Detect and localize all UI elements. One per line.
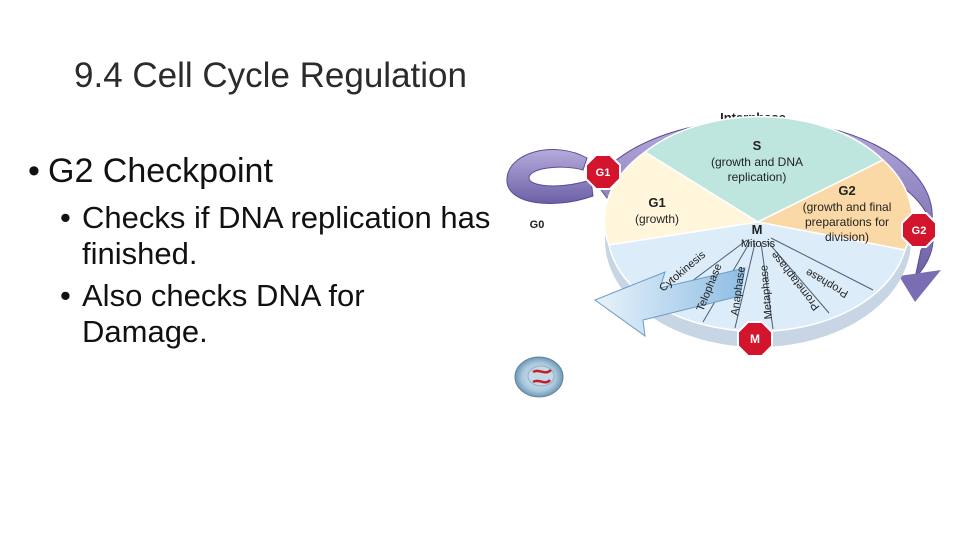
g2-phase-desc: division): [825, 230, 869, 244]
octagon-shape: [901, 212, 937, 248]
g1-checkpoint-label: G1: [596, 167, 611, 179]
bullet-text: G2 Checkpoint: [48, 152, 273, 190]
g2-phase-desc: (growth and final: [803, 200, 892, 214]
sub-bullet-item: • Also checks DNA for Damage.: [60, 278, 498, 350]
spoke-line: [734, 242, 756, 329]
s-phase-desc: replication): [728, 170, 787, 184]
spoke-line: [770, 237, 874, 291]
m-checkpoint-label: M: [750, 332, 760, 346]
division-arrow: [593, 267, 746, 338]
cell-cycle-diagram: Interphase S (growth and DNA replication…: [506, 110, 941, 398]
g0-label: G0: [530, 219, 545, 231]
s-phase-sector: [643, 115, 885, 223]
sub-bullet-item: • Checks if DNA replication has finished.: [60, 200, 498, 272]
ring-arrowhead: [899, 270, 941, 302]
cell-nucleus: [527, 365, 555, 387]
mitosis-label: Mitosis: [741, 238, 776, 250]
m-checkpoint-icon: M: [737, 321, 773, 357]
chromosome-shape: [532, 379, 551, 384]
octagon-shape: [737, 321, 773, 357]
stage-metaphase: Metaphase: [758, 265, 775, 320]
bullet-item: •G2 Checkpoint: [28, 148, 498, 194]
g2-checkpoint-label: G2: [912, 225, 927, 237]
g0-loop-ring: [506, 149, 594, 205]
s-phase-name: S: [753, 138, 762, 153]
bullet-dot: •: [60, 200, 71, 235]
spoke-line: [760, 242, 774, 330]
cell-illustration: [514, 356, 564, 398]
s-phase-desc: (growth and DNA: [711, 155, 803, 169]
g2-phase-desc: preparations for: [805, 215, 889, 229]
m-phase-name: M: [752, 222, 763, 237]
slide-title: 9.4 Cell Cycle Regulation: [74, 56, 467, 95]
bullet-dot: •: [28, 152, 40, 190]
bullet-list: •G2 Checkpoint •Checks if DNA replicatio…: [28, 148, 498, 350]
bullet-dot: •: [60, 278, 71, 313]
g2-checkpoint-icon: G2: [901, 212, 937, 248]
sub-bullet-text: Checks if DNA replication has finished.: [82, 200, 491, 271]
chromosome-shape: [532, 369, 552, 374]
spoke-line: [766, 240, 830, 314]
sub-bullet-text: Also checks DNA for Damage.: [82, 278, 365, 349]
g1-phase-desc: (growth): [635, 212, 679, 226]
octagon-shape: [585, 154, 621, 190]
g1-phase-name: G1: [648, 195, 665, 210]
g1-phase-sector: [603, 151, 761, 246]
g2-phase-name: G2: [838, 183, 855, 198]
g1-checkpoint-icon: G1: [585, 154, 621, 190]
